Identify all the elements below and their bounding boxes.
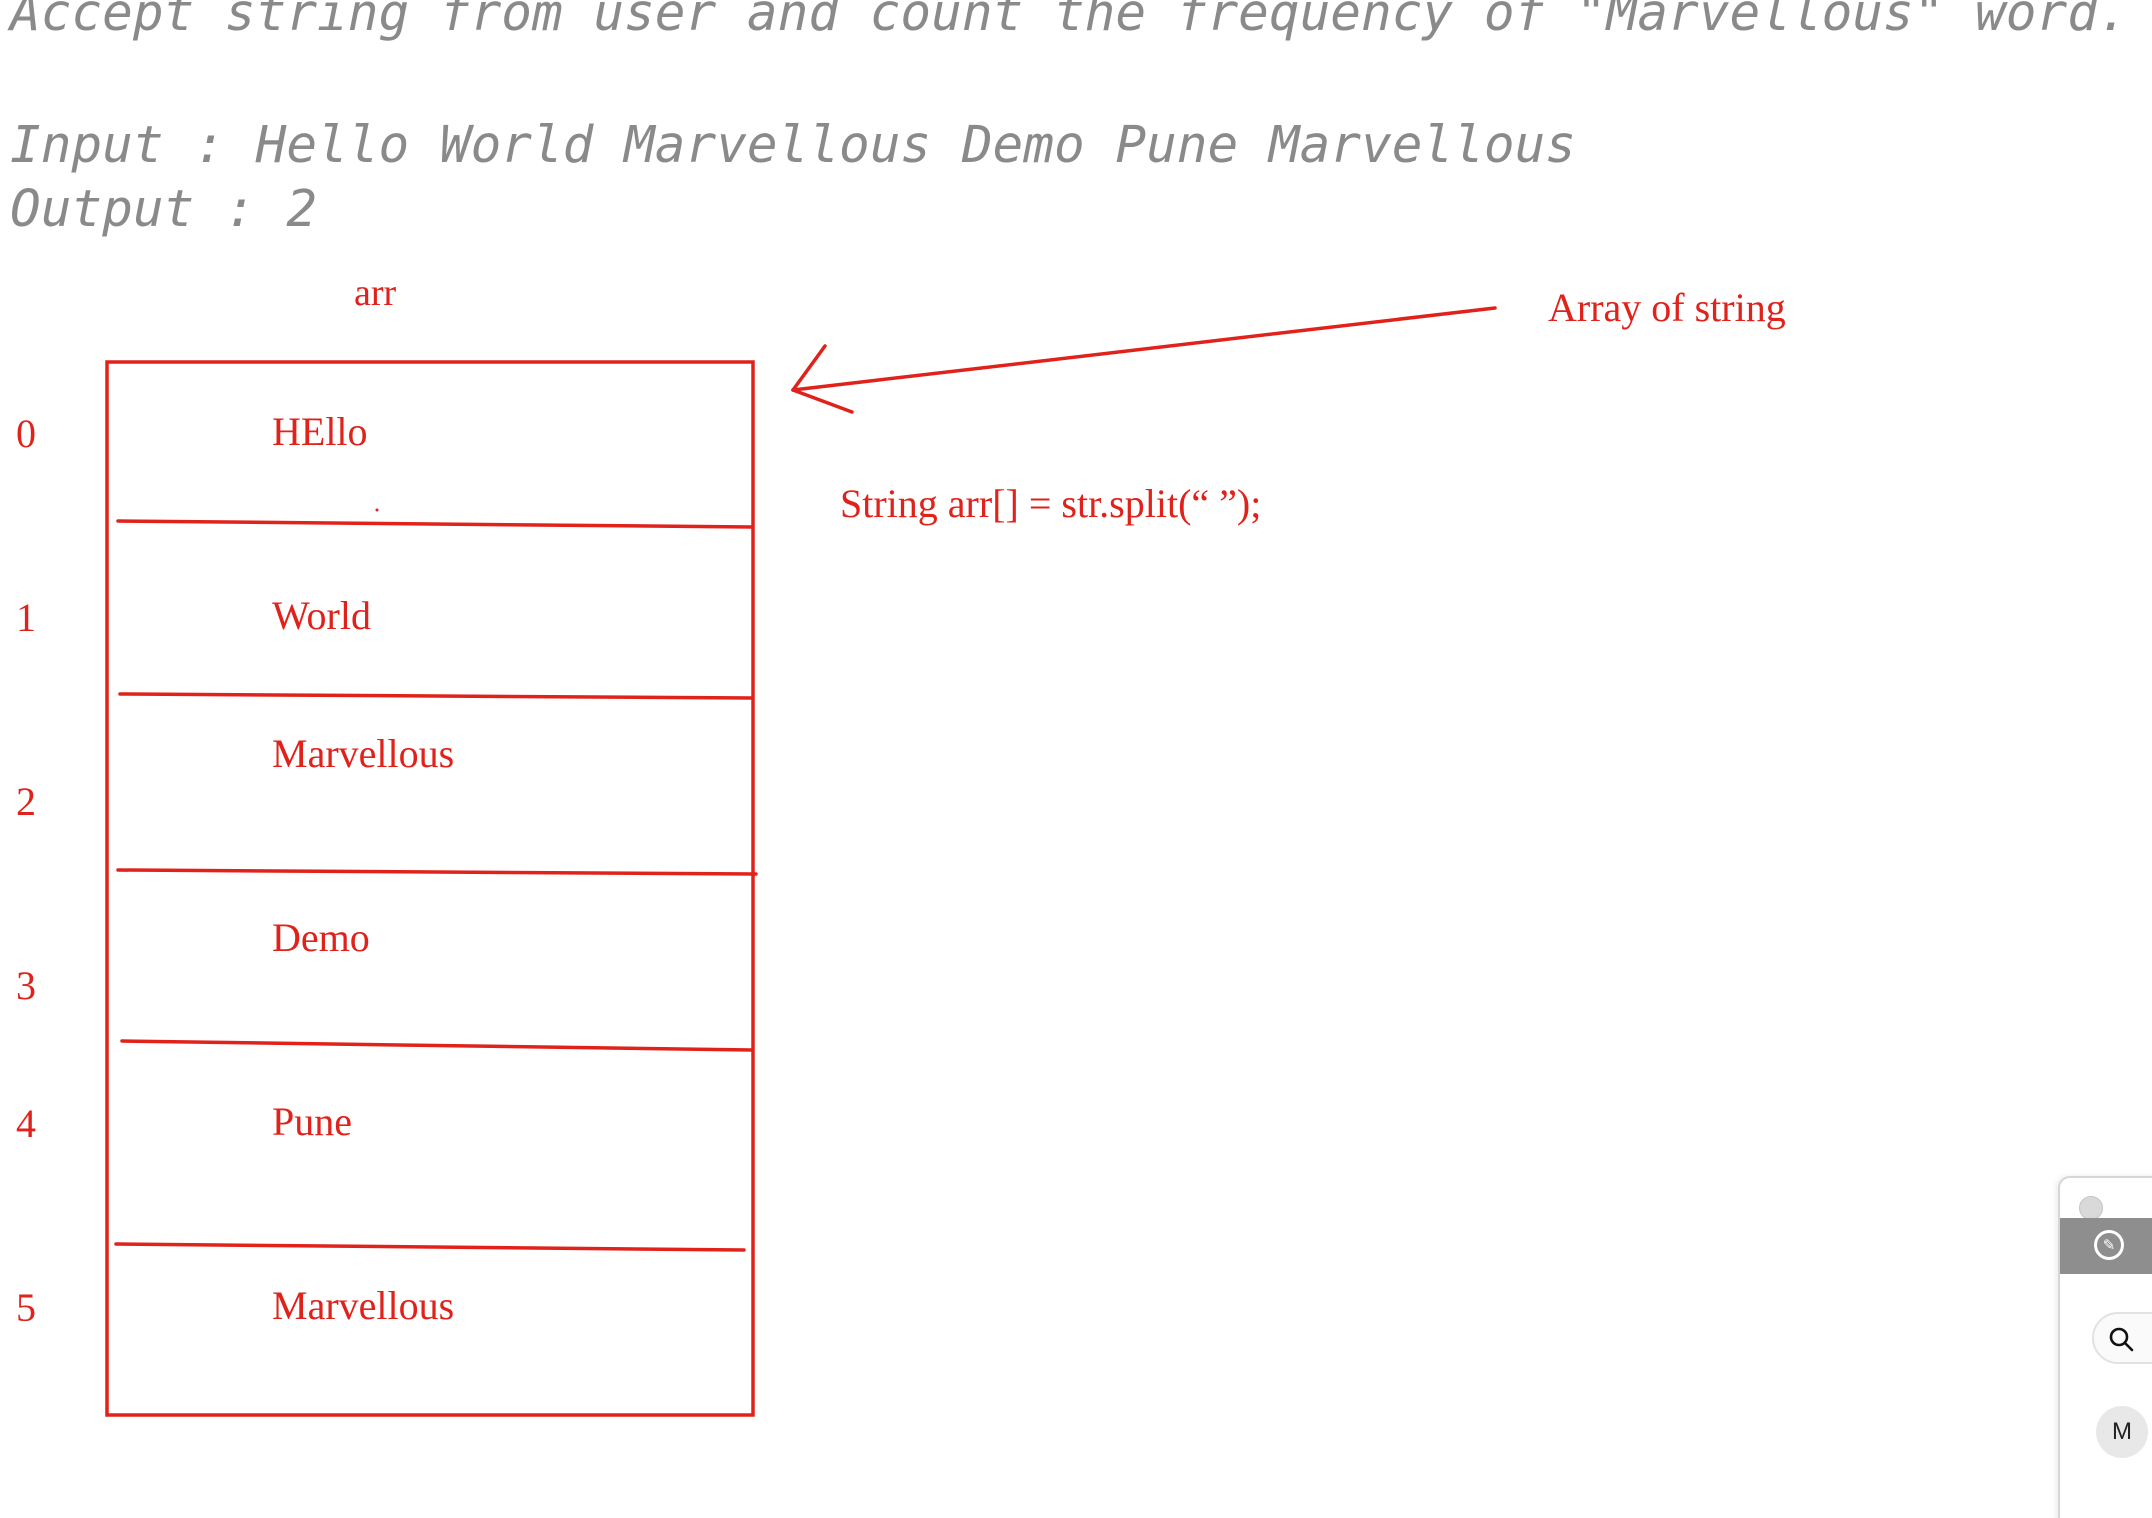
search-icon	[2109, 1327, 2134, 1352]
array-box	[105, 360, 755, 1417]
index-label: 1	[16, 595, 36, 640]
problem-statement: Accept string from user and count the fr…	[10, 0, 2129, 43]
split-code-line: String arr[] = str.split(“ ”);	[840, 481, 1262, 526]
avatar[interactable]: M	[2096, 1406, 2148, 1458]
index-label: 3	[16, 963, 36, 1008]
row-divider	[114, 1242, 746, 1252]
array-caption: Array of string	[1548, 285, 1786, 330]
panel-toolbar: ✎	[2060, 1218, 2152, 1274]
floating-panel: ✎ M	[2058, 1176, 2152, 1518]
index-label: 2	[16, 779, 36, 824]
array-cell: Pune	[272, 1099, 352, 1144]
array-name-label: arr	[354, 272, 397, 314]
row-divider	[118, 692, 754, 700]
row-divider	[116, 868, 758, 876]
array-cell: Marvellous	[272, 1283, 455, 1328]
index-label: 0	[16, 411, 36, 456]
row-divider	[116, 519, 754, 529]
close-icon[interactable]	[2079, 1196, 2103, 1220]
output-example: Output : 2	[10, 180, 318, 239]
arrow-head	[791, 344, 827, 392]
input-example: Input : Hello World Marvellous Demo Pune…	[10, 116, 1576, 175]
compass-icon[interactable]: ✎	[2094, 1230, 2124, 1260]
array-cell: Marvellous	[272, 731, 455, 776]
arrow-head	[791, 388, 854, 414]
search-button[interactable]	[2092, 1312, 2152, 1364]
index-label: 5	[16, 1285, 36, 1330]
row-divider	[120, 1039, 754, 1052]
array-cell: Demo	[272, 915, 370, 960]
index-label: 4	[16, 1101, 36, 1146]
array-cell: HEllo	[272, 409, 368, 454]
arrow-shaft	[791, 306, 1497, 392]
array-cell: World	[272, 593, 371, 638]
